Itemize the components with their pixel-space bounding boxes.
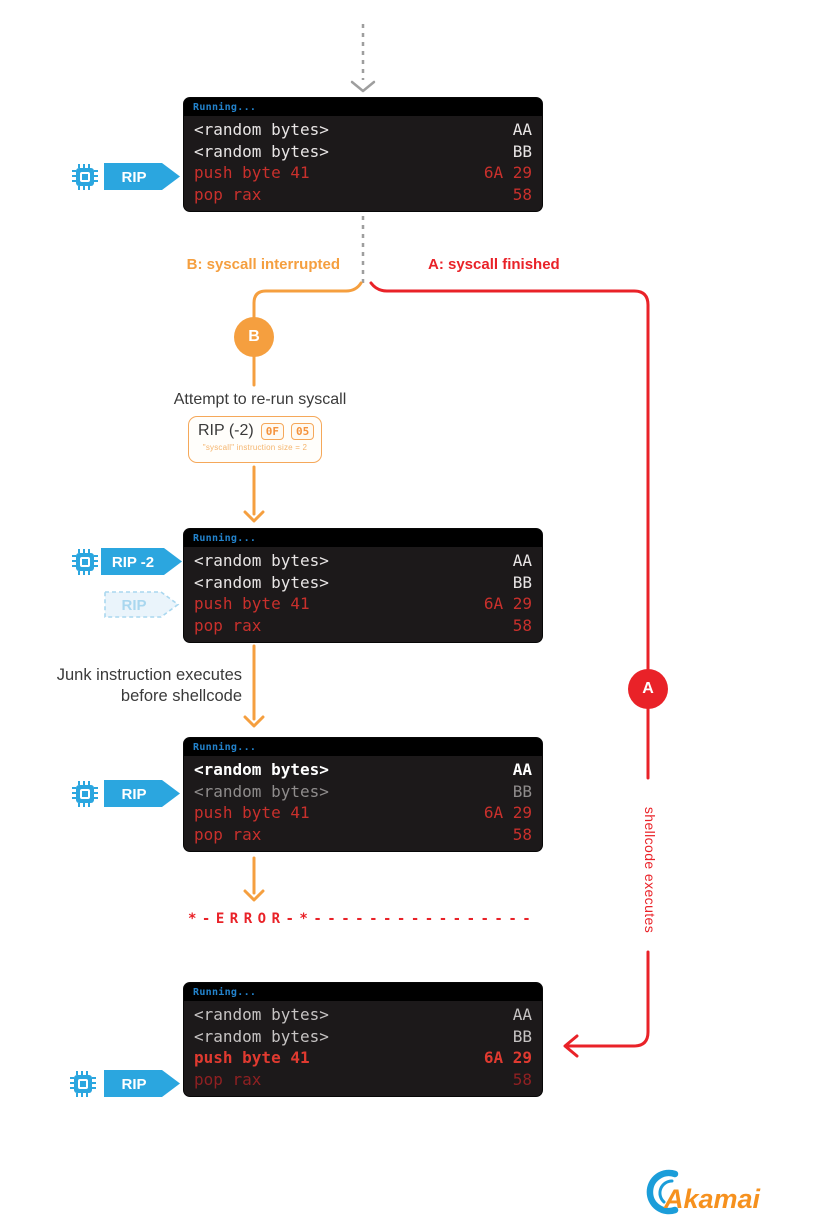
rip-tag-label: RIP (121, 786, 146, 803)
instruction-text: <random bytes> (194, 141, 329, 161)
terminal-row: push byte 41 6A 29 (194, 1047, 532, 1069)
byte-text: AA (512, 120, 532, 139)
terminal-row: push byte 41 6A 29 (194, 593, 532, 615)
byte-text: 58 (512, 184, 532, 204)
rip-pointer-tag: RIP (104, 1070, 180, 1097)
instruction-text: push byte 41 (194, 803, 310, 822)
syscall-byte-05: 05 (290, 422, 315, 440)
byte-text: 6A 29 (483, 803, 532, 822)
terminal-row: pop rax 58 (194, 184, 532, 206)
branch-a-label: A: syscall finished (428, 256, 560, 273)
terminal-body: <random bytes> AA <random bytes> BB push… (184, 116, 542, 211)
byte-text: BB (512, 781, 532, 801)
byte-text: AA (512, 760, 532, 779)
node-b-badge: B (234, 317, 274, 357)
akamai-swoosh-icon (646, 1169, 679, 1215)
rip-minus2-tag-label: RIP -2 (112, 554, 154, 571)
arrow-box-to-terminal2 (243, 465, 265, 523)
junk-label-line2: before shellcode (120, 687, 242, 705)
terminal-window-2: Running... <random bytes> AA <random byt… (183, 528, 543, 643)
terminal-body: <random bytes> AA <random bytes> BB push… (184, 547, 542, 642)
terminal-row: <random bytes> AA (194, 550, 532, 572)
arrow-terminal2-to-terminal3 (243, 644, 265, 728)
instruction-text: pop rax (194, 184, 262, 204)
branch-a-line-lower (563, 950, 650, 1058)
entry-dashed-arrow (350, 24, 376, 93)
junk-instruction-label: Junk instruction executes before shellco… (28, 665, 242, 707)
instruction-text: <random bytes> (194, 120, 329, 139)
instruction-text: <random bytes> (194, 1005, 329, 1024)
rip-pointer-tag: RIP (104, 163, 180, 190)
arrow-terminal3-to-error (243, 856, 265, 902)
instruction-text: pop rax (194, 824, 262, 844)
akamai-logo-text: Akamai (663, 1184, 761, 1214)
terminal-row: <random bytes> BB (194, 141, 532, 163)
instruction-text: push byte 41 (194, 594, 310, 613)
terminal-row: <random bytes> BB (194, 572, 532, 594)
byte-text: 58 (512, 615, 532, 635)
instruction-text: push byte 41 (194, 1048, 310, 1067)
terminal-title: Running... (184, 529, 542, 547)
instruction-text: pop rax (194, 615, 262, 635)
byte-text: BB (512, 572, 532, 592)
byte-text: BB (512, 1026, 532, 1046)
terminal-row: <random bytes> BB (194, 1026, 532, 1048)
terminal-row: pop rax 58 (194, 824, 532, 846)
branch-b-label: B: syscall interrupted (186, 256, 340, 273)
byte-text: AA (512, 1005, 532, 1024)
rip-ghost-tag-label: RIP (121, 597, 146, 614)
node-a-badge: A (628, 669, 668, 709)
syscall-size-note: "syscall" instruction size = 2 (202, 443, 308, 452)
rip-minus2-box: RIP (-2) 0F 05 "syscall" instruction siz… (188, 416, 322, 463)
byte-text: 6A 29 (483, 594, 532, 613)
terminal-row: <random bytes> AA (194, 119, 532, 141)
akamai-swoosh-inner-icon (658, 1179, 674, 1204)
rip-minus2-label: RIP (-2) (198, 422, 254, 439)
cpu-icon (72, 781, 98, 807)
rip-minus2-pointer-tag: RIP -2 (101, 548, 182, 575)
terminal-title: Running... (184, 738, 542, 756)
instruction-text: <random bytes> (194, 781, 329, 801)
byte-text: 6A 29 (483, 163, 532, 182)
shellcode-executes-label: shellcode executes (642, 806, 658, 934)
terminal-row: push byte 41 6A 29 (194, 802, 532, 824)
syscall-byte-0f: 0F (260, 422, 284, 440)
byte-text: BB (512, 141, 532, 161)
terminal-row: <random bytes> BB (194, 781, 532, 803)
attempt-rerun-label: Attempt to re-run syscall (173, 391, 347, 408)
error-text: *-ERROR-*---------------- (188, 911, 537, 927)
terminal-row: <random bytes> AA (194, 759, 532, 781)
terminal-title: Running... (184, 983, 542, 1001)
rip-tag-label: RIP (121, 1076, 146, 1093)
terminal-window-3: Running... <random bytes> AA <random byt… (183, 737, 543, 852)
cpu-icon (72, 164, 98, 190)
rip-tag-label: RIP (121, 169, 146, 186)
terminal-row: push byte 41 6A 29 (194, 162, 532, 184)
instruction-text: push byte 41 (194, 163, 310, 182)
byte-text: AA (512, 551, 532, 570)
instruction-text: <random bytes> (194, 760, 329, 779)
terminal-row: pop rax 58 (194, 1069, 532, 1091)
terminal-title: Running... (184, 98, 542, 116)
akamai-logo: Akamai (646, 1169, 761, 1215)
instruction-text: <random bytes> (194, 572, 329, 592)
rip-ghost-pointer-tag: RIP (104, 591, 180, 618)
byte-text: 58 (512, 1069, 532, 1089)
terminal-body: <random bytes> AA <random bytes> BB push… (184, 1001, 542, 1096)
rip-pointer-tag: RIP (104, 780, 180, 807)
terminal-body: <random bytes> AA <random bytes> BB push… (184, 756, 542, 851)
byte-text: 6A 29 (483, 1048, 532, 1067)
terminal-window-1: Running... <random bytes> AA <random byt… (183, 97, 543, 212)
junk-label-line1: Junk instruction executes (56, 666, 242, 684)
terminal-row: pop rax 58 (194, 615, 532, 637)
byte-text: 58 (512, 824, 532, 844)
cpu-icon (72, 549, 98, 575)
instruction-text: <random bytes> (194, 551, 329, 570)
instruction-text: pop rax (194, 1069, 262, 1089)
cpu-icon (70, 1071, 96, 1097)
terminal-row: <random bytes> AA (194, 1004, 532, 1026)
instruction-text: <random bytes> (194, 1026, 329, 1046)
terminal-window-4: Running... <random bytes> AA <random byt… (183, 982, 543, 1097)
